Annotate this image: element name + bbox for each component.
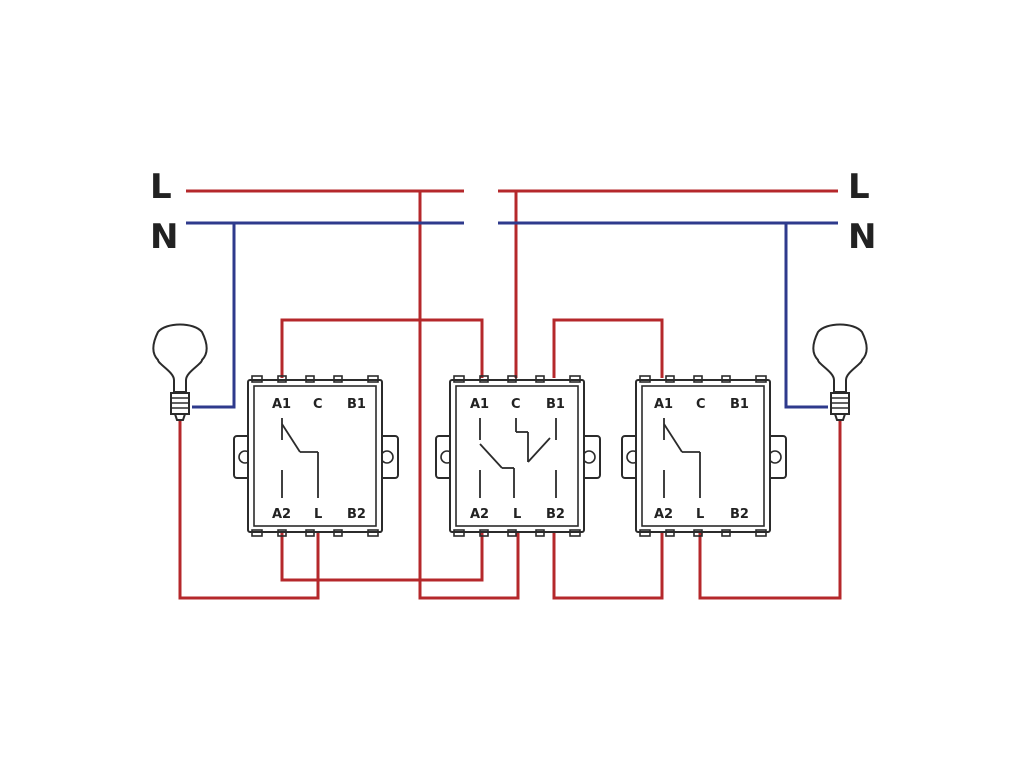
terminal-c: C <box>313 397 323 412</box>
left-l-to-left-lamp <box>178 420 320 600</box>
terminal-l: L <box>696 507 704 522</box>
terminal-b1: B1 <box>730 397 749 412</box>
terminal-a1: A1 <box>470 397 489 412</box>
traveller-left-a2-middle-a2 <box>280 532 484 582</box>
terminal-b1: B1 <box>546 397 565 412</box>
line-drop-middle-l <box>418 191 520 600</box>
switch-middle: A1 C B1 A2 L B2 <box>435 375 601 537</box>
neutral-label-left: N <box>150 217 178 257</box>
neutral-label-right: N <box>848 217 876 257</box>
switch-left: A1 C B1 A2 L B2 <box>233 375 399 537</box>
line-label-right: L <box>848 167 870 207</box>
terminal-b1: B1 <box>347 397 366 412</box>
switch-contact <box>281 418 319 498</box>
switch-body <box>635 379 771 533</box>
neutral-to-right-lamp <box>784 223 828 409</box>
switch-body <box>449 379 585 533</box>
neutral-to-left-lamp <box>192 223 236 409</box>
terminal-l: L <box>314 507 322 522</box>
line-wires <box>178 189 842 600</box>
light-bulb-icon <box>152 323 208 421</box>
terminal-b2: B2 <box>546 507 565 522</box>
traveller-left-a1-middle-a1 <box>280 318 484 378</box>
switch-contact <box>663 418 701 498</box>
terminal-b2: B2 <box>347 507 366 522</box>
right-l-to-right-lamp <box>698 420 842 600</box>
terminal-c: C <box>511 397 521 412</box>
terminal-a1: A1 <box>654 397 673 412</box>
light-bulb-icon <box>812 323 868 421</box>
terminal-a2: A2 <box>654 507 673 522</box>
terminal-a2: A2 <box>272 507 291 522</box>
switch-contact <box>479 418 557 498</box>
terminal-c: C <box>696 397 706 412</box>
terminal-a2: A2 <box>470 507 489 522</box>
terminal-b2: B2 <box>730 507 749 522</box>
traveller-middle-b1-right-a1 <box>552 318 664 378</box>
switch-right: A1 C B1 A2 L B2 <box>621 375 787 537</box>
line-label-left: L <box>150 167 172 207</box>
terminal-l: L <box>513 507 521 522</box>
traveller-middle-b2-right-a2 <box>552 532 664 600</box>
neutral-wires <box>186 221 838 409</box>
terminal-a1: A1 <box>272 397 291 412</box>
